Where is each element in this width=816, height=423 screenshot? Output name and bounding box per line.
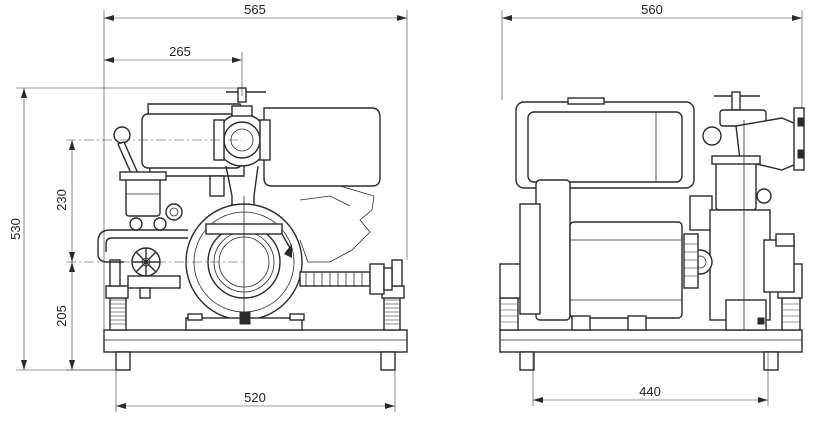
dim-label-265: 265 bbox=[169, 44, 191, 59]
front-view bbox=[66, 87, 408, 371]
front-centerlines bbox=[66, 139, 244, 263]
dim-front-height-upper bbox=[69, 140, 75, 262]
dim-label-560: 560 bbox=[641, 2, 663, 17]
dim-label-520: 520 bbox=[244, 390, 266, 405]
dim-front-width-partial bbox=[104, 52, 243, 96]
dimension-lines: 565 265 530 230 bbox=[8, 2, 803, 412]
dim-front-base-width bbox=[115, 370, 396, 412]
dim-label-565: 565 bbox=[244, 2, 266, 17]
dim-label-530: 530 bbox=[8, 218, 23, 240]
front-pump-casing bbox=[185, 196, 305, 331]
dim-side-base-width bbox=[532, 352, 769, 406]
side-tank bbox=[515, 97, 695, 189]
dim-label-440: 440 bbox=[639, 384, 661, 399]
dim-side-width-overall bbox=[501, 10, 803, 108]
dim-label-230: 230 bbox=[54, 189, 69, 211]
dim-front-height-lower bbox=[66, 262, 116, 371]
side-engine-block bbox=[519, 179, 683, 331]
side-pump-assembly bbox=[683, 91, 805, 331]
front-base-frame bbox=[103, 259, 408, 371]
front-shaft bbox=[299, 263, 393, 295]
dim-front-width-overall bbox=[103, 10, 408, 330]
front-filter bbox=[119, 171, 225, 221]
side-view bbox=[499, 91, 805, 371]
dim-label-205: 205 bbox=[54, 305, 69, 327]
